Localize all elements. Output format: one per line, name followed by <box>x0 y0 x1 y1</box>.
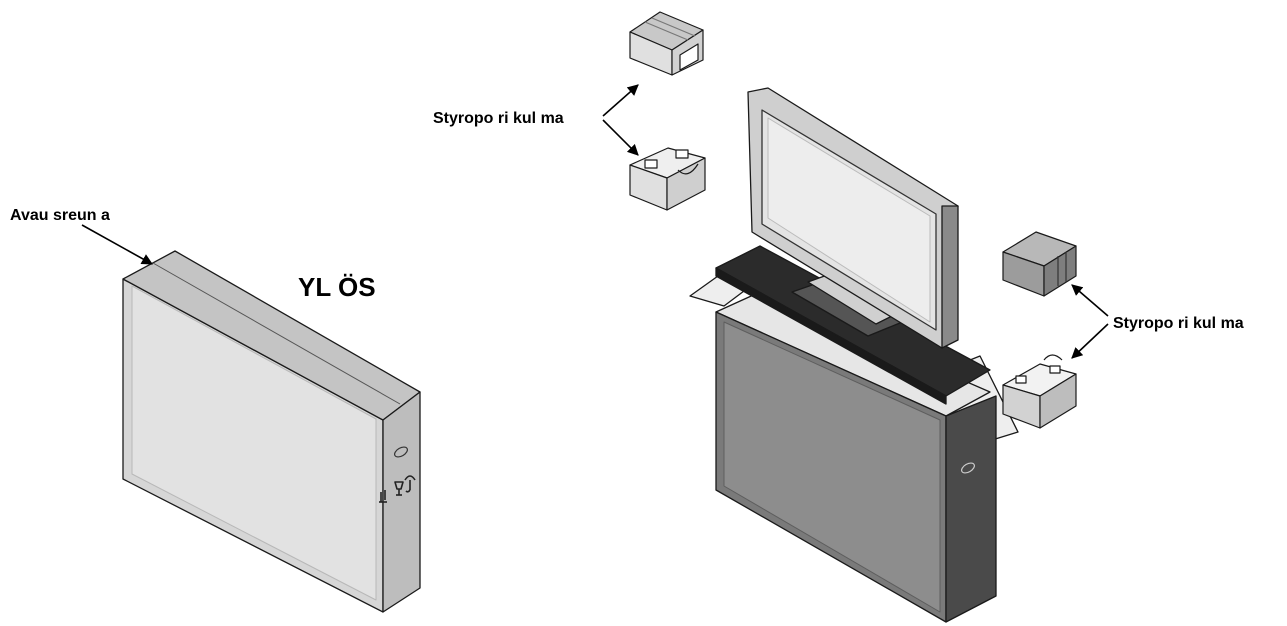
carton-front-inner-panel <box>131 285 377 601</box>
carton-side-face <box>382 391 421 613</box>
styrofoam-corner-lower <box>629 147 706 211</box>
tv-set <box>715 87 991 405</box>
styrofoam-corner-label-right: Styropo ri kul ma <box>1113 315 1244 332</box>
opening-edge-label: Avau sreun a <box>10 207 110 224</box>
arrow-icon <box>1071 284 1109 317</box>
styrofoam-corner-right-lower <box>1002 354 1077 429</box>
handle-hole-icon <box>394 446 408 458</box>
closed-carton <box>122 250 421 613</box>
arrow-icon <box>81 224 153 265</box>
handle-hole-icon <box>961 462 975 474</box>
arrow-icon <box>1071 323 1109 359</box>
fragile-glass-icon <box>394 481 404 496</box>
arrow-icon <box>602 84 639 117</box>
up-marking-label: YL ÖS <box>298 272 376 302</box>
styrofoam-corner-label-top: Styropo ri kul ma <box>433 110 564 127</box>
umbrella-keep-dry-icon <box>404 475 416 493</box>
styrofoam-corner-right-upper <box>1002 231 1077 297</box>
arrow-icon <box>602 119 639 156</box>
this-side-up-icon <box>379 490 387 503</box>
styrofoam-corner-upper <box>629 11 704 76</box>
